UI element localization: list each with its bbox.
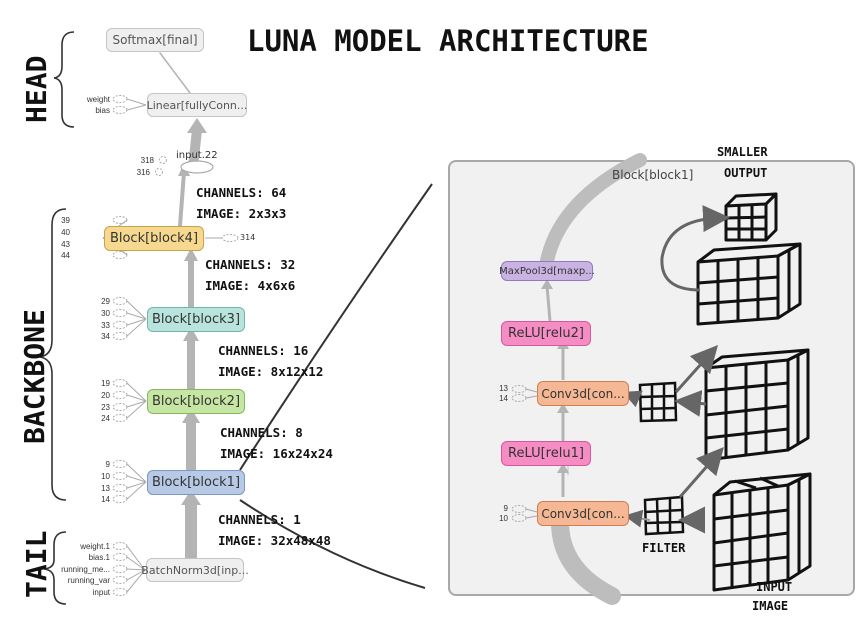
input-edge — [126, 382, 147, 402]
block1-node[interactable]: Block[block1] — [147, 470, 245, 495]
batchnorm-input-label: running_me... — [61, 565, 110, 574]
input-edge — [126, 394, 147, 402]
detail-flow-thin — [545, 285, 565, 497]
input-edge — [126, 318, 147, 326]
small-output-cube-icon — [724, 192, 778, 242]
detail-panel-title: Block[block1] — [612, 168, 694, 182]
smaller-output-label: SMALLER — [717, 145, 768, 159]
conv1-input-label: 9 — [503, 504, 508, 513]
linear-input-label: weight — [86, 95, 110, 104]
block1-input-label: 13 — [101, 484, 110, 493]
block1-input-label: 14 — [101, 495, 110, 504]
block2-input-label: 24 — [101, 414, 110, 423]
block4-input-label: 44 — [61, 251, 70, 260]
upper-cube-icon — [696, 242, 802, 326]
input-edge — [126, 568, 146, 571]
sketch-arrows — [622, 205, 730, 534]
input-edge — [126, 556, 146, 571]
maxpool-node[interactable]: MaxPool3d[maxp... — [499, 261, 595, 281]
block3-node[interactable]: Block[block3] — [147, 307, 245, 332]
annotation-image: IMAGE: 32x48x48 — [218, 533, 331, 548]
annotation-channels: CHANNELS: 8 — [220, 425, 303, 440]
section-braces — [39, 31, 75, 605]
conv2-input-label: 14 — [499, 394, 508, 403]
annotation-image: IMAGE: 2x3x3 — [196, 206, 287, 221]
input-edge — [126, 400, 147, 419]
annotation-channels: CHANNELS: 32 — [205, 257, 296, 272]
detail-flow-arrowheads — [541, 279, 569, 473]
smaller-output-label: OUTPUT — [724, 166, 768, 180]
softmax-node[interactable]: Softmax[final] — [106, 28, 204, 52]
relu1-node[interactable]: ReLU[relu1] — [501, 441, 591, 466]
batchnorm-input-label: bias.1 — [88, 553, 110, 562]
input-image-cube-icon — [712, 472, 812, 592]
detail-flow-edges — [540, 153, 647, 605]
input-image-label: INPUT — [756, 580, 793, 594]
input-edge — [126, 475, 147, 483]
zoom-lines — [239, 183, 433, 589]
batchnorm-node[interactable]: BatchNorm3d[inp... — [141, 558, 249, 582]
conv1-node[interactable]: Conv3d[con... — [537, 501, 629, 526]
input22-node — [180, 160, 214, 174]
block2-input-label: 23 — [101, 403, 110, 412]
block3-input-label: 29 — [101, 297, 110, 306]
input-edge — [126, 481, 147, 489]
input-image-label: IMAGE — [752, 599, 789, 613]
block4-node[interactable]: Block[block4] — [104, 226, 204, 251]
block2-input-label: 20 — [101, 391, 110, 400]
block4-input-label: 40 — [61, 228, 70, 237]
input22-input-label: 318 — [140, 156, 154, 165]
relu2-node[interactable]: ReLU[relu2] — [501, 321, 591, 346]
annotation-image: IMAGE: 4x6x6 — [205, 278, 296, 293]
conv2-input-label: 13 — [499, 384, 508, 393]
detail-input-ovals — [511, 385, 538, 522]
block2-input-label: 19 — [101, 379, 110, 388]
input-edge — [126, 569, 146, 581]
block4-input-label: 43 — [61, 240, 70, 249]
block1-input-label: 10 — [101, 472, 110, 481]
input-edge — [126, 104, 147, 111]
input22-label: input.22 — [176, 150, 218, 161]
conv1-input-label: 10 — [499, 514, 508, 523]
conv2-node[interactable]: Conv3d[con... — [537, 381, 629, 406]
block3-input-label: 30 — [101, 309, 110, 318]
annotation-channels: CHANNELS: 16 — [218, 343, 309, 358]
block3-input-label: 33 — [101, 321, 110, 330]
block3-input-label: 34 — [101, 332, 110, 341]
annotation-channels: CHANNELS: 64 — [196, 185, 287, 200]
annotation-image: IMAGE: 8x12x12 — [218, 364, 324, 379]
input-edge — [126, 463, 147, 483]
block4-input-label: 39 — [61, 216, 70, 225]
input-edge — [126, 300, 147, 320]
block2-node[interactable]: Block[block2] — [147, 389, 245, 414]
linear-input-label: bias — [95, 106, 110, 115]
input-oval — [155, 168, 163, 176]
linear-node[interactable]: Linear[fullyConn... — [147, 93, 247, 117]
input-edge — [126, 569, 146, 593]
filter-grid-icon — [638, 381, 685, 536]
input-oval — [159, 156, 167, 164]
batchnorm-input-label: input — [92, 588, 110, 597]
input-edge — [126, 545, 146, 571]
batchnorm-input-label: running_var — [67, 576, 110, 585]
input-edge — [126, 318, 147, 337]
annotation-channels: CHANNELS: 1 — [218, 512, 301, 527]
input-edge — [126, 312, 147, 320]
input-edge — [126, 98, 147, 106]
middle-cube-icon — [704, 348, 810, 462]
input-edge — [126, 400, 147, 408]
block4-output-label: 314 — [240, 233, 256, 242]
filter-label: FILTER — [642, 541, 686, 555]
input-edge — [126, 481, 147, 500]
batchnorm-input-label: weight.1 — [80, 542, 110, 551]
annotation-image: IMAGE: 16x24x24 — [220, 446, 333, 461]
page-title: LUNA MODEL ARCHITECTURE — [247, 24, 649, 58]
block1-input-label: 9 — [105, 460, 110, 469]
input22-input-label: 316 — [136, 168, 150, 177]
